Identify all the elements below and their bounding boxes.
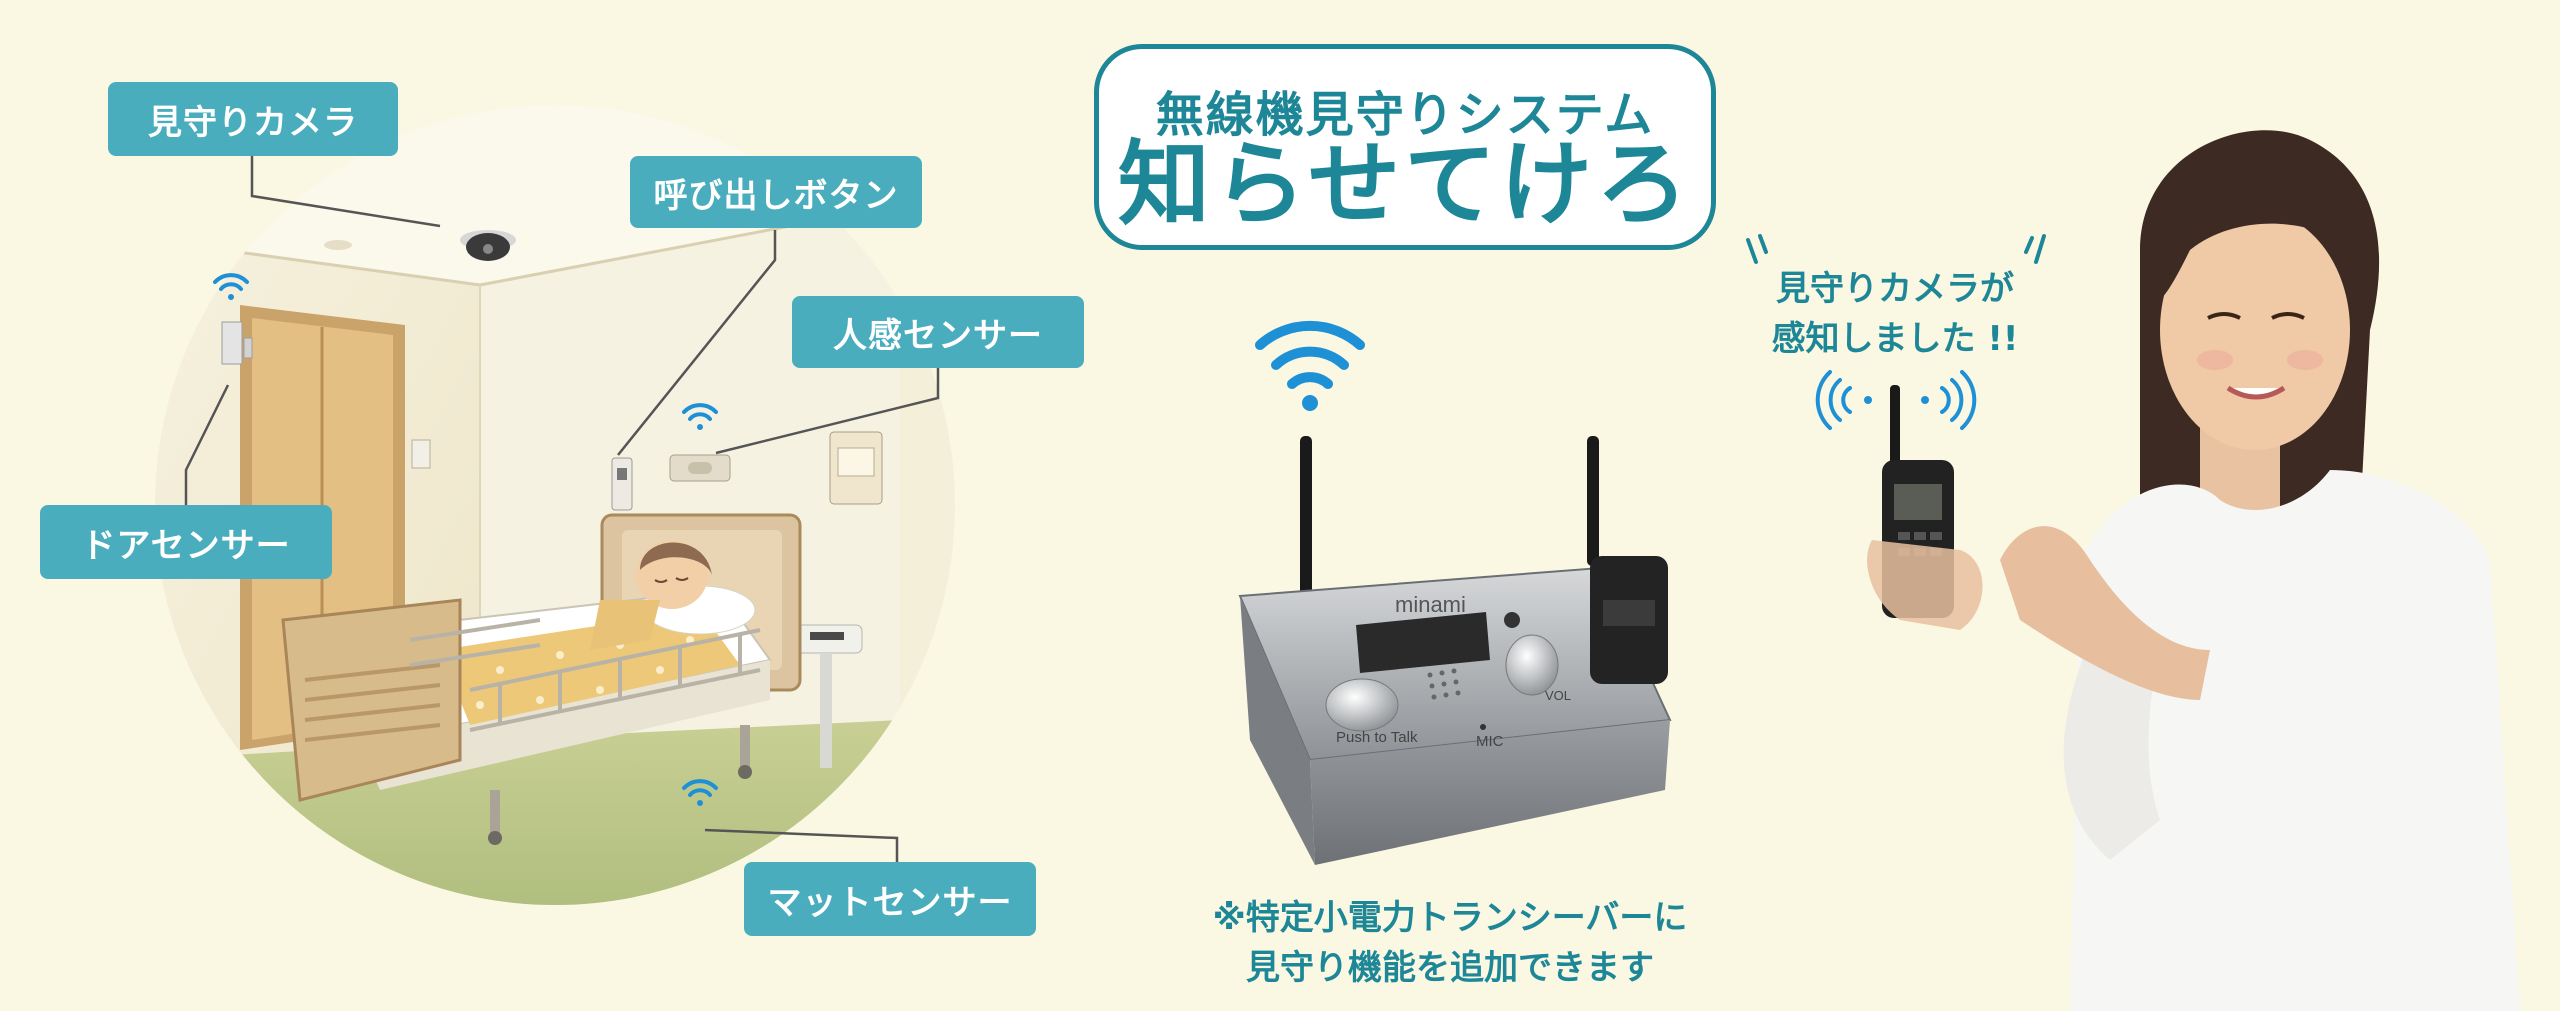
room-illustration <box>155 105 955 905</box>
alert-waves-right <box>1940 370 1977 430</box>
motion-sensor-label: 人感センサー <box>792 296 1084 368</box>
mat-sensor-label: マットセンサー <box>744 862 1036 936</box>
door-sensor-label: ドアセンサー <box>40 505 332 579</box>
wifi-icon-mat <box>682 779 718 806</box>
camera-label: 見守りカメラ <box>108 82 398 156</box>
wifi-icon-call <box>682 403 718 430</box>
push-to-talk-label: Push to Talk <box>1336 729 1418 746</box>
note-line-1: ※特定小電力トランシーバーに <box>1212 898 1688 938</box>
note-text: ※特定小電力トランシーバーに 見守り機能を追加できます <box>1140 893 1760 993</box>
base-station: minami Push to Talk MIC VOL <box>1238 320 1672 865</box>
alert-line-1: 見守りカメラが <box>1776 269 2014 309</box>
mic-label: MIC <box>1476 733 1504 750</box>
alert-waves-left <box>1815 370 1852 430</box>
leader-lines <box>184 156 940 862</box>
title-box: 無線機見守りシステム 知らせてけろ <box>1094 44 1716 250</box>
call-button-label: 呼び出しボタン <box>630 156 922 228</box>
title-main: 知らせてけろ <box>1117 131 1693 238</box>
title-subtitle: 無線機見守りシステム <box>1155 87 1655 143</box>
brand-label: minami <box>1395 592 1466 617</box>
vol-label: VOL <box>1545 688 1571 703</box>
woman-photo <box>1867 130 2520 1011</box>
alert-line-2: 感知しました !! <box>1771 319 2019 359</box>
note-line-2: 見守り機能を追加できます <box>1246 948 1654 988</box>
emphasis-marks <box>1746 234 2046 264</box>
wifi-icon-station <box>1255 320 1365 411</box>
wifi-icon-door <box>213 273 249 300</box>
alert-speech: 見守りカメラが 感知しました !! <box>1740 264 2050 364</box>
